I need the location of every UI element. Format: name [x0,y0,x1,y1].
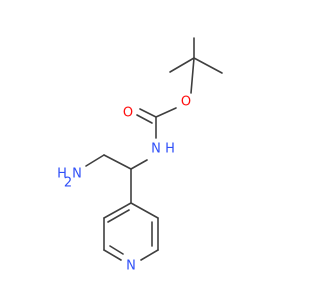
carbamate-hydrogen-label: H [165,142,175,157]
bond-carbonyl-double-b [136,114,153,124]
bond-ring-3-inner [109,245,124,255]
atom-labels: O O N H H N 2 N [57,95,191,274]
amine-hydrogen-count-label: 2 [64,176,72,191]
amine-hydrogen-label: H [57,167,67,182]
bonds [85,37,223,261]
ester-oxygen-label: O [181,95,191,110]
bond-ring-1 [103,202,132,219]
bond-ch-ch2 [103,154,132,170]
bond-ester-o-carbonyl [155,107,177,118]
pyridine-nitrogen-label: N [126,259,136,274]
bond-ring-4 [140,249,159,261]
bond-ch2-nh2 [85,154,105,167]
bond-tbu-ester-o [190,57,195,94]
amine-nitrogen-label: N [72,167,82,182]
bond-ring-6 [130,202,159,219]
carbamate-nitrogen-label: N [151,142,161,157]
bond-ring-3 [103,249,122,261]
molecule-structure: O O N H H N 2 N [57,37,223,274]
bond-tbu-methyl-left [169,57,195,73]
bond-n-ch [130,159,148,170]
bond-tbu-methyl-right [193,57,223,74]
bond-ring-1-inner [107,209,130,223]
bond-carbonyl-double-a [139,108,157,118]
carbonyl-oxygen-label: O [123,106,133,121]
